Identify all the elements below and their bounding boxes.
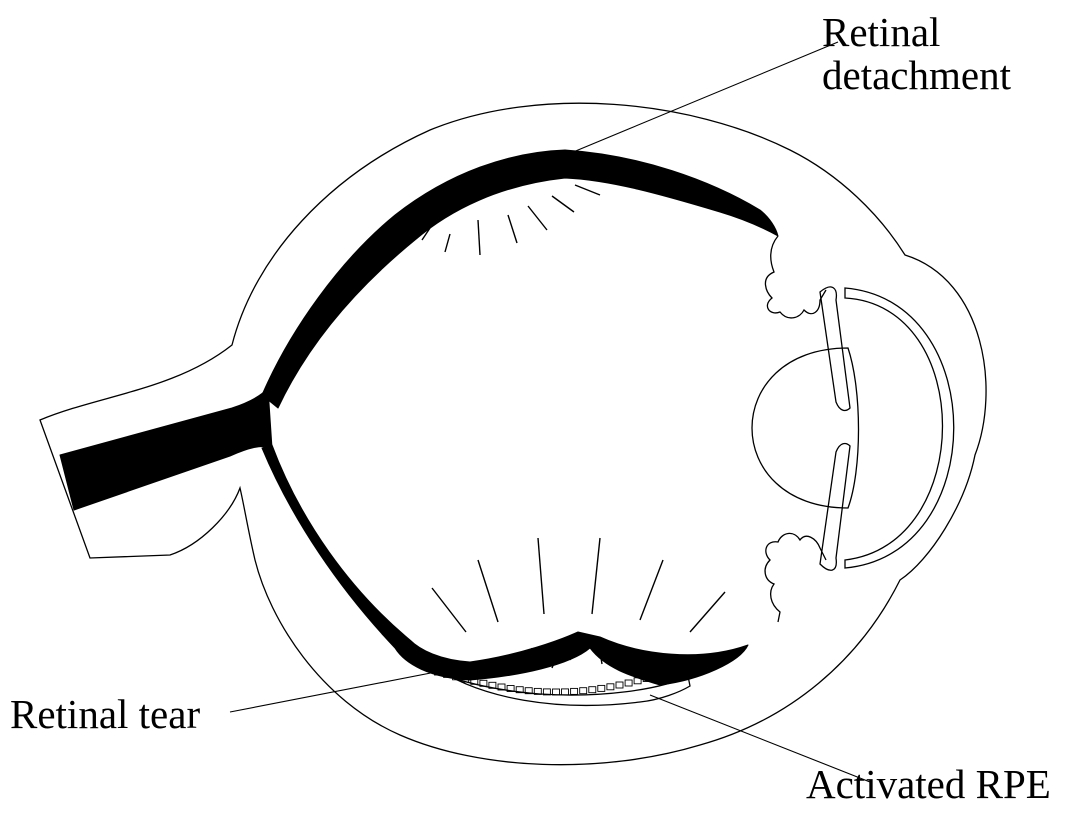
rpe-cell (589, 687, 596, 693)
rpe-cell (625, 680, 632, 686)
rpe-cell (562, 689, 569, 695)
cornea (845, 288, 954, 568)
label-retinal-detachment-line1: Retinal (822, 10, 940, 54)
ciliary-body-upper (765, 236, 826, 318)
leader-retinal-detachment (566, 42, 838, 155)
lens (752, 348, 859, 508)
rpe-cell (580, 688, 587, 694)
ciliary-body-lower (765, 533, 826, 622)
retina-lower (262, 445, 748, 685)
label-retinal-detachment-line2: detachment (822, 53, 1011, 97)
rpe-cell (571, 688, 578, 694)
label-activated-rpe: Activated RPE (806, 762, 1051, 806)
rpe-cell (616, 682, 623, 688)
label-retinal-tear: Retinal tear (10, 692, 200, 736)
rpe-cell (598, 685, 605, 691)
rpe-cell (607, 684, 614, 690)
retina-upper (262, 150, 778, 408)
